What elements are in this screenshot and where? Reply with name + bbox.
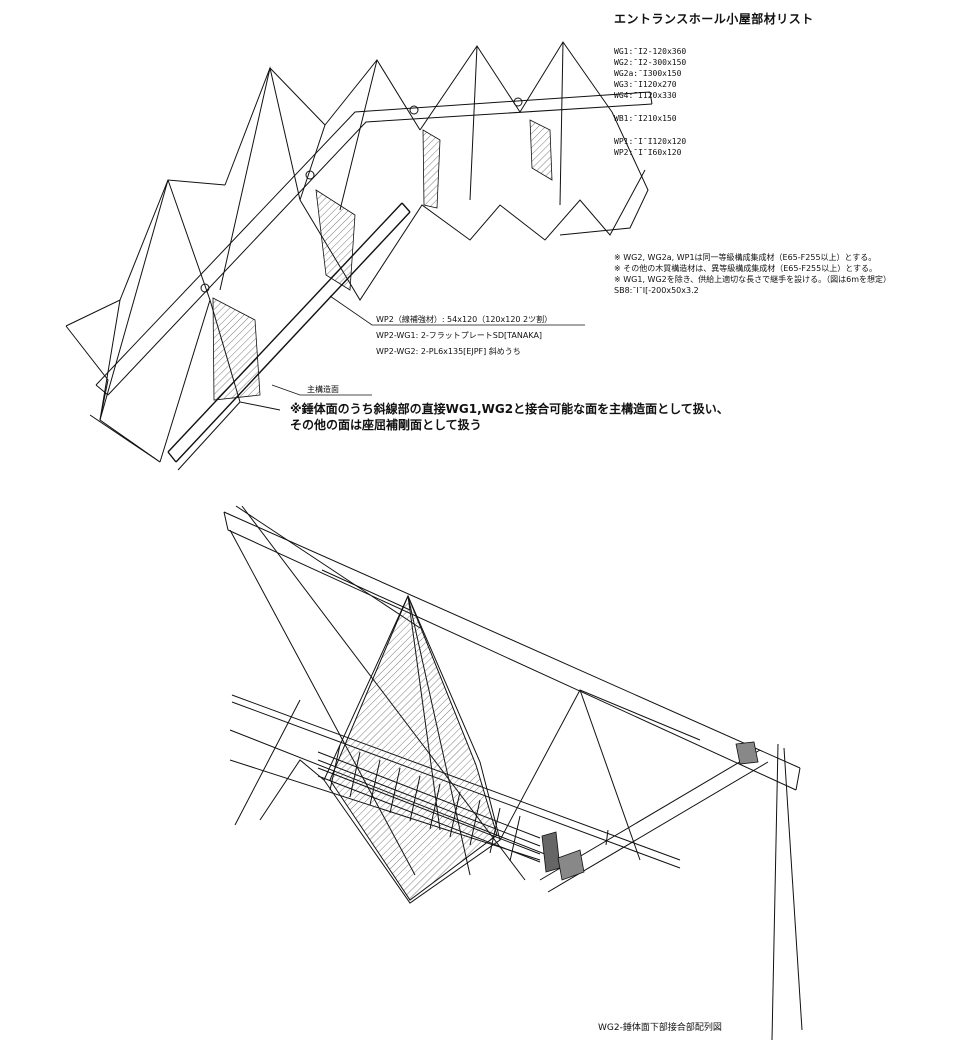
joint-detail-drawing [223, 505, 803, 1041]
note-1: ※ WG2, WG2a, WP1は同一等級構成集成材（E65-F255以上）とす… [614, 253, 877, 262]
main-face-note: ※錘体面のうち斜線部の直接WG1,WG2と接合可能な面を主構造面として扱い、 そ… [290, 401, 729, 433]
note-4: SB8:¯I¯I[-200x50x3.2 [614, 286, 699, 295]
member-wg1: WG1:¯I2-120x360 [614, 47, 687, 56]
callout-wp2-wg1: WP2-WG1: 2-フラットプレートSD[TANAKA] [376, 331, 543, 340]
callout-wp2: WP2（線補強材）: 54x120（120x120 2ツ割） [376, 315, 553, 324]
main-note-line-2: その他の面は座屈補剛面として扱う [290, 418, 482, 432]
member-wg3: WG3:¯I120x270 [614, 80, 677, 89]
note-2: ※ その他の木質構造材は、異等級構成集成材（E65-F255以上）とする。 [614, 264, 877, 273]
member-wg2: WG2:¯I2-300x150 [614, 58, 687, 67]
girder-wg2 [167, 202, 411, 463]
member-list: WG1:¯I2-120x360 WG2:¯I2-300x150 WG2a:¯I3… [614, 46, 686, 158]
girder-wg1 [95, 91, 653, 396]
callout-leaders [271, 295, 585, 396]
folded-plate-outline [65, 41, 649, 471]
spec-notes: ※ WG2, WG2a, WP1は同一等級構成集成材（E65-F255以上）とす… [614, 252, 891, 296]
member-wb1: WB1:¯I210x150 [614, 114, 677, 123]
main-face-label: 主構造面 [307, 385, 339, 394]
main-structural-faces [212, 119, 553, 401]
drawing-title: エントランスホール小屋部材リスト [614, 12, 814, 26]
note-3: ※ WG1, WG2を除き、供給上適切な長さで継手を設ける。（図は6mを想定） [614, 275, 892, 284]
member-wp1: WP1:¯I¯I120x120 [614, 137, 687, 146]
main-note-line-1: ※錘体面のうち斜線部の直接WG1,WG2と接合可能な面を主構造面として扱い、 [290, 402, 729, 416]
member-wg4: WG4:¯I120x330 [614, 91, 677, 100]
member-wp2: WP2:¯I¯I60x120 [614, 148, 682, 157]
fastener-grid [317, 744, 541, 863]
connector-blocks [541, 741, 759, 881]
member-wg2a: WG2a:¯I300x150 [614, 69, 682, 78]
callout-wp2-wg2: WP2-WG2: 2-PL6x135[EJPF] 斜めうち [376, 347, 521, 356]
detail-caption: WG2-錘体面下部接合部配列図 [598, 1023, 722, 1033]
detail-hatched-face [329, 594, 498, 901]
